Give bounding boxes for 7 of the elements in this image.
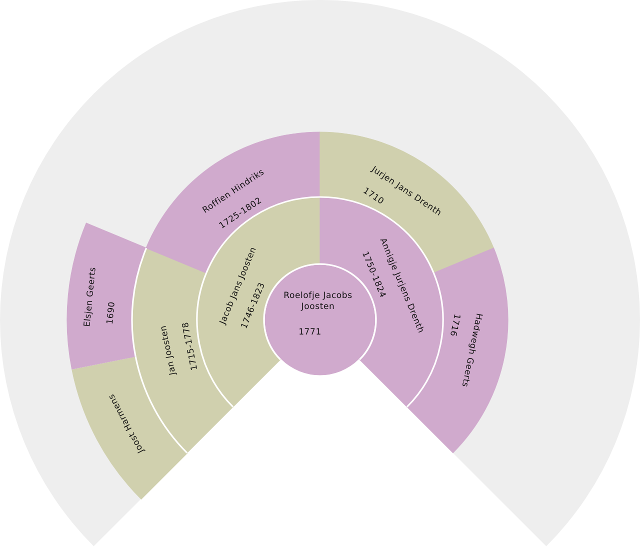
person-name: Elsjen Geerts <box>82 267 100 328</box>
life-dates: 1690 <box>105 301 118 325</box>
ancestor-segment <box>67 223 146 370</box>
person-name: Jan Joosten <box>158 324 180 376</box>
person-name: Roelofje Jacobs Joosten <box>282 291 354 313</box>
life-dates: 1716 <box>446 312 462 338</box>
life-dates: 1771 <box>298 328 322 338</box>
